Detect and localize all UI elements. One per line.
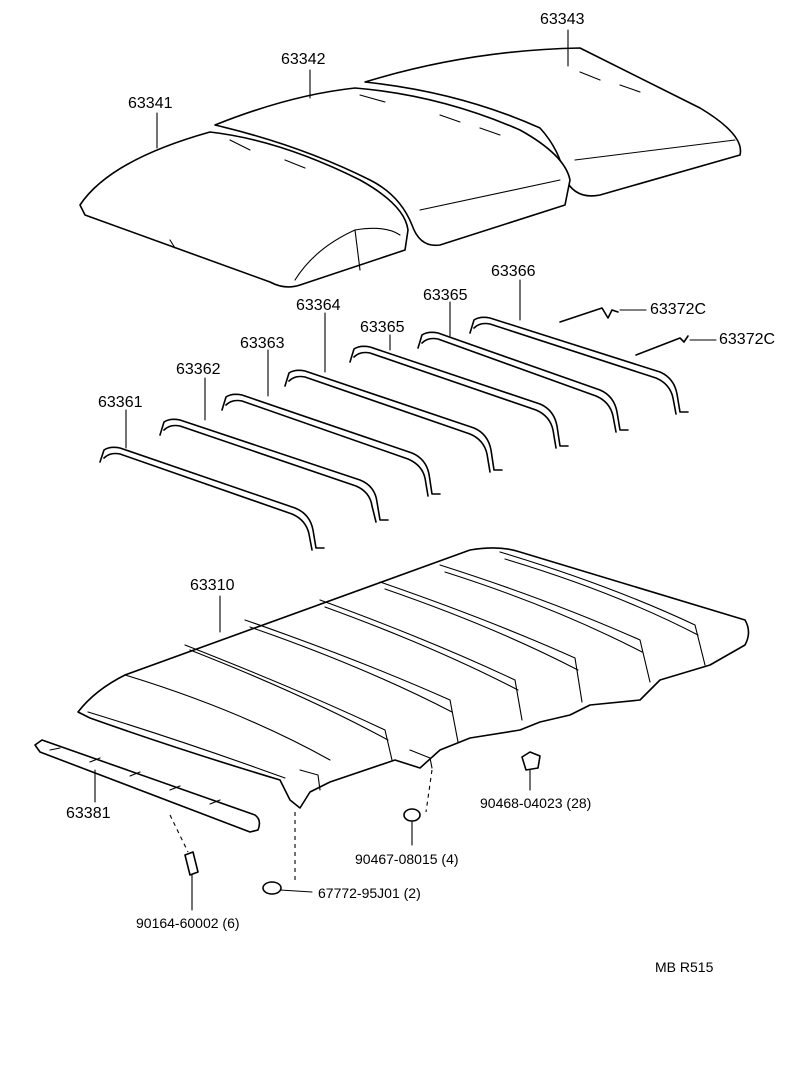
label-90468: 90468-04023 (28) bbox=[480, 795, 591, 811]
label-63365-b: 63365 bbox=[423, 287, 468, 304]
label-63362: 63362 bbox=[176, 361, 221, 378]
headlining-panel-63341 bbox=[79, 131, 409, 288]
roof-bow-63361 bbox=[99, 446, 325, 551]
roof-bow-63362 bbox=[159, 418, 389, 523]
screw-90164 bbox=[169, 814, 199, 911]
clip-63372c-b bbox=[635, 335, 689, 356]
roof-bow-63366 bbox=[469, 316, 689, 415]
roof-bows bbox=[99, 307, 689, 551]
label-63341: 63341 bbox=[128, 95, 173, 112]
label-63372c-a: 63372C bbox=[650, 301, 706, 318]
label-63381: 63381 bbox=[66, 805, 111, 822]
headlining-63310 bbox=[77, 547, 750, 809]
label-90467: 90467-08015 (4) bbox=[355, 851, 459, 867]
clip-90468 bbox=[521, 751, 541, 791]
fastener-90467 bbox=[403, 769, 433, 846]
label-63364: 63364 bbox=[296, 297, 341, 314]
label-67772: 67772-95J01 (2) bbox=[318, 885, 421, 901]
label-63363: 63363 bbox=[240, 335, 285, 352]
label-63372c-b: 63372C bbox=[719, 331, 775, 348]
label-63361: 63361 bbox=[98, 394, 143, 411]
clip-67772 bbox=[262, 812, 313, 895]
label-63343: 63343 bbox=[540, 11, 585, 28]
roof-bow-63364 bbox=[284, 369, 503, 473]
clip-63372c-a bbox=[559, 307, 619, 323]
label-90164: 90164-60002 (6) bbox=[136, 915, 240, 931]
label-63310: 63310 bbox=[190, 577, 235, 594]
roof-bow-63365-b bbox=[417, 331, 629, 433]
diagram-code: MB R515 bbox=[655, 959, 714, 975]
trim-rail-63381 bbox=[34, 739, 261, 833]
label-63366: 63366 bbox=[491, 263, 536, 280]
label-63342: 63342 bbox=[281, 51, 326, 68]
label-63365-a: 63365 bbox=[360, 319, 405, 336]
headlining-panel-63343 bbox=[364, 47, 742, 197]
headlining-panel-63342 bbox=[214, 87, 571, 247]
roof-bow-63363 bbox=[221, 393, 441, 497]
roof-bow-63365-a bbox=[349, 345, 569, 449]
